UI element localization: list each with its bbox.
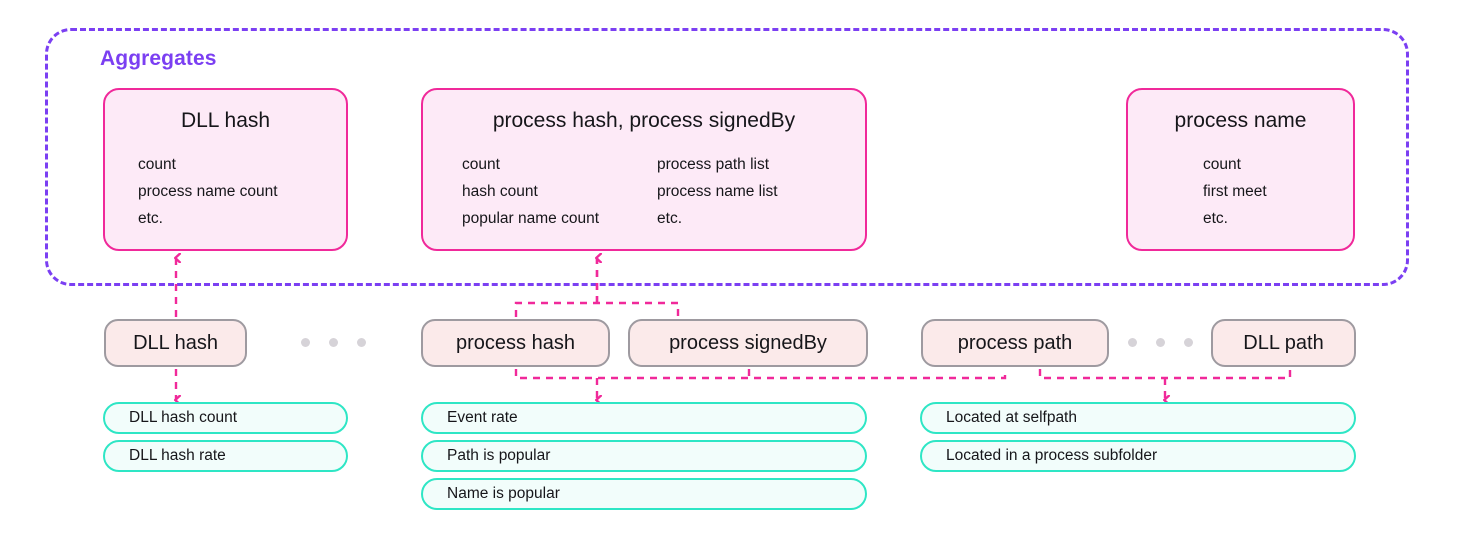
aggregate-column: count first meet etc. xyxy=(1203,151,1267,232)
aggregate-column: count hash count popular name count xyxy=(462,151,599,232)
dot xyxy=(357,338,366,347)
feature-pill-process-path[interactable]: process path xyxy=(921,319,1109,367)
aggregate-columns: count process name count etc. xyxy=(105,151,346,232)
output-pill-located-at-selfpath[interactable]: Located at selfpath xyxy=(920,402,1356,434)
aggregate-column: process path list process name list etc. xyxy=(657,151,778,232)
aggregate-item: hash count xyxy=(462,183,538,200)
aggregate-item: etc. xyxy=(657,210,682,227)
output-pill-dll-hash-rate[interactable]: DLL hash rate xyxy=(103,440,348,472)
aggregate-column: count process name count etc. xyxy=(138,151,278,232)
output-pill-name-is-popular[interactable]: Name is popular xyxy=(421,478,867,510)
connector-middle-bracket xyxy=(514,369,1007,380)
dot xyxy=(1184,338,1193,347)
aggregates-group-border xyxy=(45,28,1409,286)
output-pill-path-is-popular[interactable]: Path is popular xyxy=(421,440,867,472)
aggregate-title: process hash, process signedBy xyxy=(492,109,796,132)
output-pill-dll-hash-count[interactable]: DLL hash count xyxy=(103,402,348,434)
aggregate-title: DLL hash xyxy=(180,109,271,132)
aggregate-item: etc. xyxy=(138,210,163,227)
aggregate-card-process-hash-signedby: process hash, process signedBy count has… xyxy=(421,88,867,251)
dot xyxy=(1156,338,1165,347)
feature-pill-dll-path[interactable]: DLL path xyxy=(1211,319,1356,367)
aggregate-item: process name list xyxy=(657,183,778,200)
aggregates-group-title: Aggregates xyxy=(100,47,217,70)
dot xyxy=(329,338,338,347)
aggregate-card-dll-hash: DLL hash count process name count etc. xyxy=(103,88,348,251)
aggregate-card-process-name: process name count first meet etc. xyxy=(1126,88,1355,251)
dot xyxy=(301,338,310,347)
connector-right-bracket xyxy=(1038,369,1292,380)
ellipsis-dots-icon xyxy=(301,338,366,347)
aggregate-title: process name xyxy=(1174,109,1307,132)
output-pill-located-in-process-subfolder[interactable]: Located in a process subfolder xyxy=(920,440,1356,472)
aggregate-item: popular name count xyxy=(462,210,600,227)
aggregate-item: process path list xyxy=(657,156,770,173)
aggregate-item: count xyxy=(1203,156,1241,173)
output-pill-event-rate[interactable]: Event rate xyxy=(421,402,867,434)
aggregate-columns: count hash count popular name count proc… xyxy=(423,151,865,232)
aggregate-item: count xyxy=(462,156,500,173)
aggregate-item: process name count xyxy=(138,183,278,200)
dot xyxy=(1128,338,1137,347)
feature-pill-process-signedby[interactable]: process signedBy xyxy=(628,319,868,367)
feature-pill-process-hash[interactable]: process hash xyxy=(421,319,610,367)
aggregate-item: etc. xyxy=(1203,210,1228,227)
aggregate-item: first meet xyxy=(1203,183,1267,200)
aggregate-item: count xyxy=(138,156,176,173)
aggregate-columns: count first meet etc. xyxy=(1128,151,1353,232)
feature-pill-dll-hash[interactable]: DLL hash xyxy=(104,319,247,367)
ellipsis-dots-icon xyxy=(1128,338,1193,347)
